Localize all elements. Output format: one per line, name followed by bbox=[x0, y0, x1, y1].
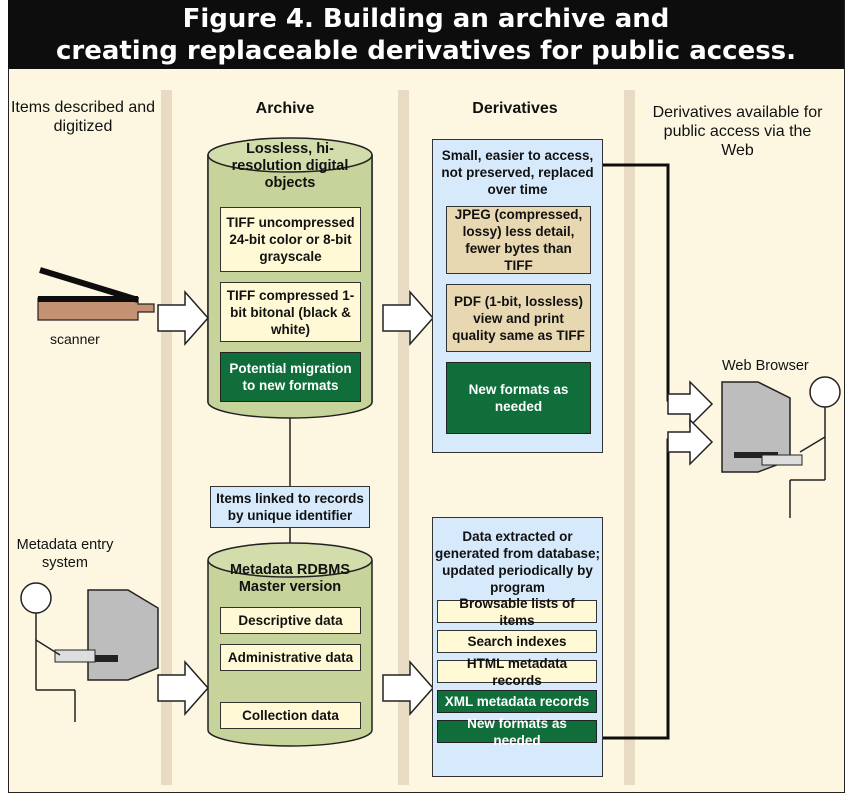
title-line-2: creating replaceable derivatives for pub… bbox=[55, 36, 797, 66]
column-label-public: Derivatives available for public access … bbox=[652, 104, 823, 159]
web-browser-label: Web Browser bbox=[722, 358, 809, 374]
web-connector-bottom bbox=[602, 438, 690, 740]
scanner-label: scanner bbox=[50, 331, 100, 347]
metadata-derivatives-box-xml: XML metadata records bbox=[437, 690, 597, 713]
metadata-entry-user-figure-icon bbox=[20, 582, 76, 722]
scanner-lid bbox=[39, 267, 139, 303]
metadata-derivatives-panel-title: Data extracted or generated from databas… bbox=[434, 529, 601, 595]
link-box: Items linked to records by unique identi… bbox=[210, 486, 370, 528]
derivatives-box-pdf: PDF (1-bit, lossless) view and print qua… bbox=[446, 284, 591, 352]
archive-box-migration: Potential migration to new formats bbox=[220, 352, 361, 402]
lane-divider-1 bbox=[161, 90, 172, 785]
derivatives-panel-title: Small, easier to access, not preserved, … bbox=[441, 148, 594, 197]
metadata-derivatives-box-browsable: Browsable lists of items bbox=[437, 596, 597, 628]
metadata-box-administrative: Administrative data bbox=[220, 644, 361, 671]
archive-cylinder-top bbox=[207, 137, 373, 173]
lane-divider-3 bbox=[624, 90, 635, 785]
lane-divider-2 bbox=[398, 90, 409, 785]
arrow-to-web-browser-bottom bbox=[667, 418, 714, 466]
metadata-cylinder-title: Metadata RDBMS Master version bbox=[229, 562, 351, 595]
metadata-derivatives-box-search: Search indexes bbox=[437, 630, 597, 653]
metadata-box-descriptive: Descriptive data bbox=[220, 607, 361, 634]
arrow-archive-to-derivatives bbox=[382, 290, 435, 346]
column-label-items: Items described and digitized bbox=[10, 99, 156, 135]
archive-cylinder-title: Lossless, hi-resolution digital objects bbox=[231, 141, 349, 191]
archive-box-tiff-uncompressed: TIFF uncompressed 24-bit color or 8-bit … bbox=[220, 207, 361, 272]
metadata-box-collection: Collection data bbox=[220, 702, 361, 729]
column-label-derivatives: Derivatives bbox=[472, 100, 558, 117]
archive-box-tiff-compressed: TIFF compressed 1-bit bitonal (black & w… bbox=[220, 282, 361, 342]
web-user-figure-icon bbox=[789, 376, 841, 518]
web-connector-top bbox=[602, 163, 690, 402]
metadata-entry-label: Metadata entry system bbox=[16, 537, 114, 571]
column-label-archive: Archive bbox=[255, 100, 315, 117]
arrow-scanner-to-archive bbox=[157, 290, 210, 346]
metadata-derivatives-box-new-formats: New formats as needed bbox=[437, 716, 597, 748]
scanner-glass bbox=[38, 296, 138, 302]
arrow-metadata-entry-to-rdbms bbox=[157, 660, 210, 716]
title-bar: Figure 4. Building an archive and creati… bbox=[8, 0, 844, 69]
derivatives-box-new-formats: New formats as needed bbox=[446, 362, 591, 434]
arrow-rdbms-to-metadata-derivatives bbox=[382, 660, 435, 716]
metadata-cylinder-top bbox=[207, 542, 373, 578]
metadata-derivatives-box-html: HTML metadata records bbox=[437, 656, 597, 688]
web-browser-computer-icon bbox=[721, 381, 803, 473]
title-line-1: Figure 4. Building an archive and bbox=[182, 4, 670, 34]
derivatives-box-jpeg: JPEG (compressed, lossy) less detail, fe… bbox=[446, 206, 591, 274]
metadata-entry-computer-icon bbox=[54, 589, 159, 681]
arrow-to-web-browser-top bbox=[667, 380, 714, 428]
